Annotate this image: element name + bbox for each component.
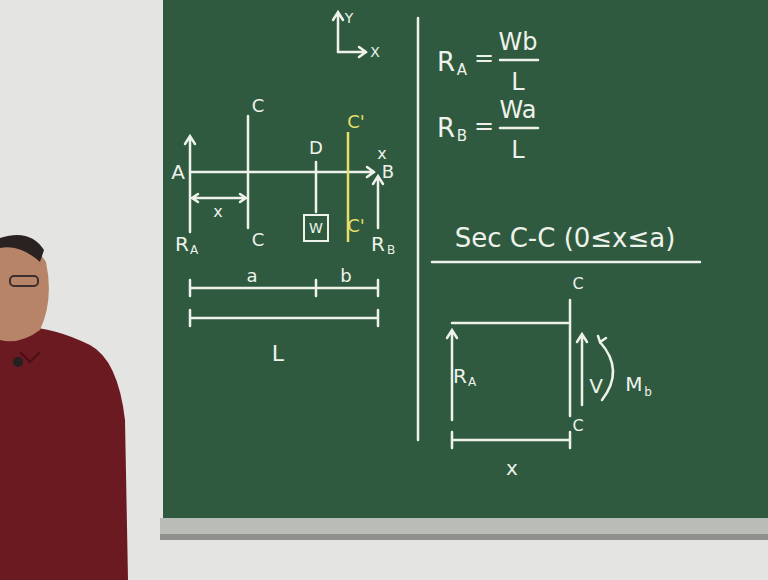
reaction-label: R <box>371 234 385 254</box>
denominator: L <box>511 70 524 94</box>
shear-label: V <box>589 376 603 396</box>
equation-sign: = <box>474 46 494 70</box>
equation-sign: = <box>474 114 494 138</box>
axis-label: x <box>377 146 386 162</box>
subscript: A <box>457 63 467 78</box>
section-label: C' <box>347 113 365 131</box>
reaction-label: R <box>453 366 467 386</box>
load-box: W <box>303 214 329 242</box>
section-label: C <box>572 418 583 434</box>
point-label: B <box>382 163 394 181</box>
subscript: B <box>387 244 395 256</box>
denominator: L <box>511 138 524 162</box>
reaction-label: R <box>437 115 455 141</box>
section-label: C <box>572 276 583 292</box>
dimension-label: x <box>506 458 518 478</box>
subscript: B <box>457 129 467 144</box>
numerator: Wa <box>500 98 537 122</box>
section-heading: Sec C-C (0≤x≤a) <box>455 225 676 251</box>
dimension-label: a <box>246 267 257 285</box>
reaction-label: R <box>175 234 189 254</box>
reaction-label: R <box>437 49 455 75</box>
subscript: A <box>190 244 198 256</box>
dimension-label: b <box>340 267 351 285</box>
section-label: C <box>252 231 265 249</box>
axis-label: X <box>370 45 380 59</box>
subscript: A <box>468 376 476 388</box>
load-label: W <box>309 221 323 235</box>
dimension-label: L <box>272 343 284 365</box>
numerator: Wb <box>499 30 538 54</box>
axis-label: Y <box>345 11 354 25</box>
point-label: A <box>171 162 185 182</box>
section-label: C <box>252 97 265 115</box>
section-label: C' <box>347 217 365 235</box>
dimension-label: x <box>213 204 222 220</box>
point-label: D <box>309 139 323 157</box>
subscript: b <box>644 386 652 398</box>
moment-label: M <box>625 374 642 394</box>
